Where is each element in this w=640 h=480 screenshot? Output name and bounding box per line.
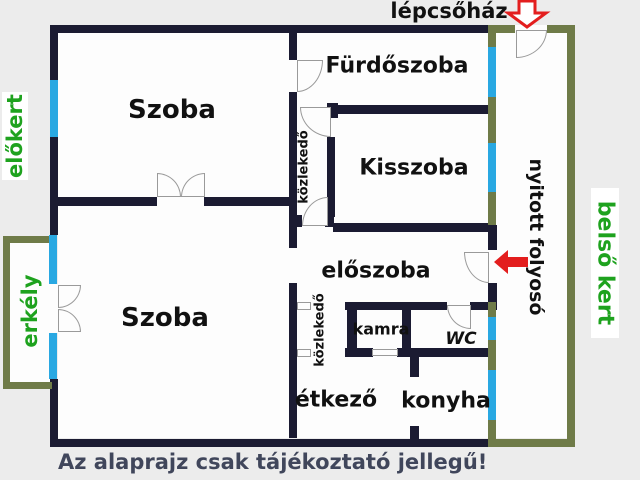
- room-label-konyha: konyha: [401, 388, 491, 414]
- label-elokert: előkert: [3, 94, 27, 178]
- wall-segment: [289, 92, 297, 248]
- wall-segment: [295, 215, 302, 227]
- label-erkely: erkély: [18, 274, 42, 348]
- wall-segment: [50, 439, 497, 447]
- corridor-wall-segment: [488, 420, 496, 439]
- room-label-etkezo: étkező: [294, 387, 378, 413]
- corridor-wall-segment: [547, 25, 575, 33]
- open-corridor-interior: [496, 33, 567, 438]
- wall-segment: [50, 379, 58, 447]
- window: [50, 80, 58, 137]
- room-label-kozlekedo-lower: közlekedő: [312, 293, 328, 367]
- label-belso-kert: belső kert: [592, 200, 618, 326]
- staircase-arrow-icon: [503, 0, 551, 29]
- room-label-eloszoba: előszoba: [321, 258, 431, 284]
- wall-segment: [204, 197, 297, 206]
- wall-segment: [345, 302, 447, 310]
- label-strip: [2, 92, 28, 180]
- corridor-wall-segment: [488, 340, 496, 370]
- room-label-kisszoba: Kisszoba: [359, 155, 469, 181]
- corridor-wall-segment: [567, 25, 575, 447]
- label-lepcsohaz: lépcsőház: [390, 0, 508, 23]
- label-nyitott-folyoso: nyitott folyosó: [525, 158, 547, 316]
- wall-segment: [327, 103, 338, 118]
- corridor-wall-segment: [488, 33, 496, 47]
- doorway-gap: [488, 250, 497, 283]
- wall-segment: [50, 25, 497, 33]
- disclaimer-note: Az alaprajz csak tájékoztató jellegű!: [58, 450, 488, 474]
- wall-segment: [470, 302, 497, 310]
- apartment-interior: [58, 33, 488, 438]
- corridor-wall-segment: [488, 97, 496, 143]
- wall-segment: [289, 283, 297, 438]
- room-label-kozlekedo-upper: közlekedő: [296, 130, 312, 204]
- wall-segment: [402, 310, 411, 357]
- wall-segment: [488, 225, 497, 250]
- corridor-wall-segment: [488, 439, 575, 447]
- wall-segment: [488, 283, 497, 302]
- room-label-szoba-bottom: Szoba: [121, 303, 209, 333]
- window: [488, 370, 496, 420]
- room-label-kamra: kamra: [352, 319, 410, 339]
- balcony-interior: [10, 243, 50, 382]
- wall-segment: [397, 348, 490, 357]
- balcony-wall-segment: [3, 236, 52, 243]
- wall-segment: [289, 302, 299, 310]
- corridor-wall-segment: [488, 192, 496, 225]
- window: [49, 235, 57, 284]
- balcony-wall-segment: [3, 236, 10, 389]
- wall-segment: [325, 215, 334, 227]
- entrance-arrow-icon: [494, 250, 528, 274]
- wall-segment: [345, 348, 373, 357]
- wall-segment: [327, 137, 335, 217]
- window: [49, 333, 57, 379]
- label-strip: [591, 188, 619, 338]
- wall-segment: [335, 105, 490, 114]
- wall-segment: [55, 197, 157, 206]
- wall-segment: [333, 223, 490, 232]
- room-label-furdoszoba: Fürdőszoba: [325, 53, 469, 79]
- corridor-wall-segment: [488, 25, 515, 33]
- wall-segment: [410, 357, 419, 377]
- room-label-szoba-top: Szoba: [128, 95, 216, 125]
- wall-segment: [50, 137, 58, 235]
- wall-segment: [50, 25, 58, 80]
- door-leaf-kamra: [372, 349, 398, 356]
- window: [488, 317, 496, 340]
- wall-segment: [410, 426, 419, 439]
- doorway-gap: [49, 284, 58, 333]
- door-leaf-kozlekedo-bottom: [297, 349, 311, 357]
- window: [488, 47, 496, 97]
- door-leaf-kozlekedo-top: [297, 302, 311, 310]
- corridor-wall-segment: [488, 302, 496, 317]
- balcony-wall-segment: [3, 382, 52, 389]
- wall-segment: [347, 310, 357, 348]
- room-label-wc: WC: [445, 329, 477, 349]
- wall-segment: [289, 25, 297, 60]
- window: [488, 143, 496, 192]
